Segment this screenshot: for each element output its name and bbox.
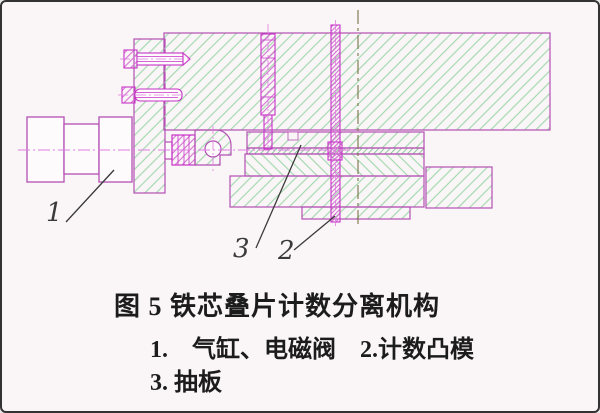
centerlines <box>18 10 359 228</box>
lower-die-block <box>229 175 425 208</box>
callout-1-label: 1 <box>46 198 63 228</box>
upper-die-block <box>163 32 551 131</box>
figure-caption-title: 图 5 铁芯叠片计数分离机构 <box>114 292 441 321</box>
draw-plate-notch <box>287 131 299 141</box>
callout-2-label: 2 <box>278 236 295 266</box>
piston-rod-coupling <box>164 129 232 166</box>
leader-3 <box>255 144 302 249</box>
punch-collar <box>327 141 343 161</box>
figure-legend-line-1: 1. 气缸、电磁阀 2.计数凸模 <box>150 337 474 363</box>
figure-legend-line-2: 3. 抽板 <box>150 370 222 396</box>
cylinder-barrel <box>63 123 100 175</box>
right-die-block <box>425 166 493 209</box>
leader-1 <box>65 169 115 223</box>
callout-leaders <box>65 144 336 251</box>
callout-3-label: 3 <box>233 234 250 264</box>
leader-2 <box>293 215 336 251</box>
bottom-plate <box>301 206 411 220</box>
